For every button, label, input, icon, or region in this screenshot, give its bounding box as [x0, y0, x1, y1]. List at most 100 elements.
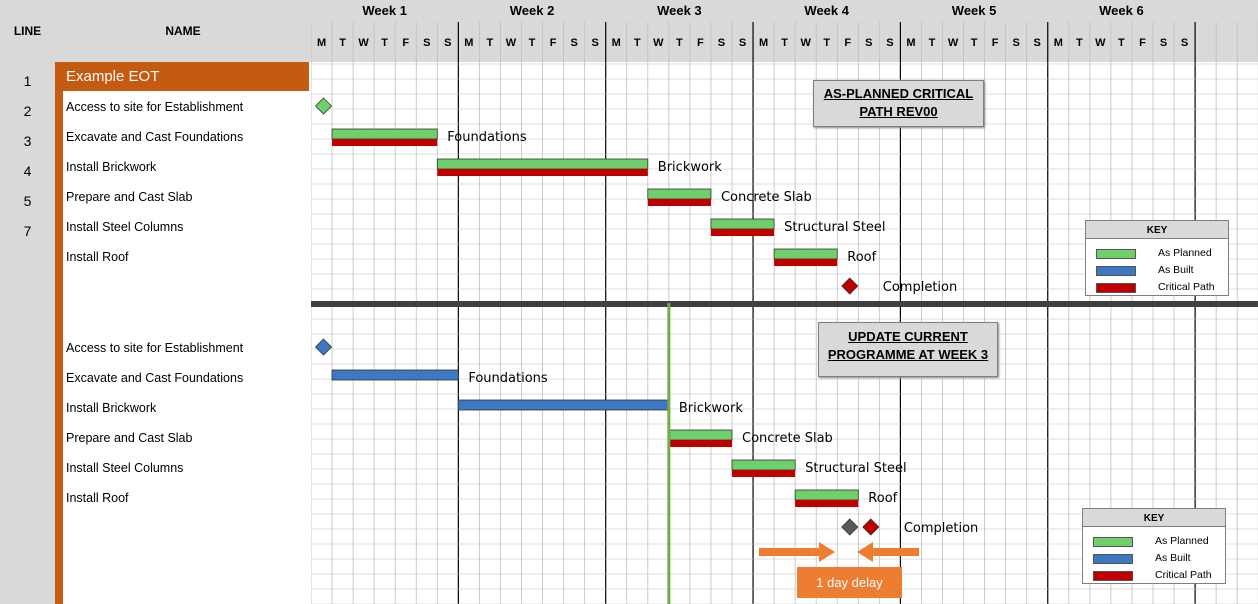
line-number: 7 [0, 216, 55, 246]
delay-arrow-right [759, 542, 835, 562]
critical-path-bar [795, 500, 859, 507]
day-letter: S [1160, 37, 1167, 49]
day-letter: T [971, 37, 978, 49]
update-task-name: Install Brickwork [66, 401, 157, 415]
legend-label: As Built [1155, 552, 1191, 564]
planned-title-box: AS-PLANNED CRITICAL PATH REV00 [813, 80, 984, 127]
day-letter: M [464, 37, 473, 49]
critical-path-bar [647, 199, 711, 206]
legend-swatch-planned [1093, 537, 1133, 547]
task-bar [731, 459, 796, 471]
legend-swatch-built [1096, 266, 1136, 276]
legend-title: KEY [1086, 221, 1228, 239]
day-letter: S [444, 37, 451, 49]
project-title: Example EOT [55, 62, 309, 91]
task-bar [436, 158, 649, 170]
legend-swatch-critical [1093, 571, 1133, 581]
legend-top: KEY As Planned As Built Critical Path [1085, 220, 1229, 296]
line-column-header: LINE [0, 0, 55, 62]
day-letter: T [823, 37, 830, 49]
bar-label: Roof [847, 250, 876, 265]
milestone-label: Completion [904, 521, 978, 536]
delay-callout: 1 day delay [797, 567, 902, 598]
delay-arrow-left [857, 542, 919, 562]
day-letter: F [697, 37, 704, 49]
timeline-header [311, 0, 1258, 62]
day-letter: S [592, 37, 599, 49]
day-letter: S [570, 37, 577, 49]
milestone-diamond [841, 277, 859, 295]
day-letter: T [381, 37, 388, 49]
day-letter: S [718, 37, 725, 49]
day-letter: T [339, 37, 346, 49]
task-bar [710, 218, 775, 230]
update-task-name: Excavate and Cast Foundations [66, 371, 244, 385]
critical-path-bar [732, 470, 796, 477]
project-group-bar [55, 62, 63, 604]
update-task-name: Install Steel Columns [66, 461, 184, 475]
milestone-diamond [314, 338, 333, 356]
task-bar [773, 248, 838, 260]
day-letter: S [739, 37, 746, 49]
critical-path-bar [668, 440, 732, 447]
day-letter: W [653, 37, 664, 49]
day-letter: S [423, 37, 430, 49]
week-label: Week 6 [1099, 3, 1144, 18]
day-letter: S [1034, 37, 1041, 49]
task-bar [331, 128, 438, 140]
week-label: Week 4 [804, 3, 849, 18]
legend-label: Critical Path [1158, 281, 1215, 293]
milestone-label: Completion [883, 280, 957, 295]
milestone-diamond [841, 518, 859, 536]
day-letter: M [759, 37, 768, 49]
bar-label: Concrete Slab [721, 190, 812, 205]
week-label: Week 3 [657, 3, 702, 18]
critical-path-bar [710, 229, 775, 236]
bar-label: Structural Steel [784, 220, 885, 235]
day-letter: W [948, 37, 959, 49]
day-letter: S [865, 37, 872, 49]
critical-path-bar [437, 169, 648, 176]
day-letter: F [402, 37, 409, 49]
bar-label: Foundations [447, 130, 527, 145]
day-letter: W [506, 37, 517, 49]
legend-swatch-built [1093, 554, 1133, 564]
line-number: 3 [0, 126, 55, 156]
planned-task-name: Prepare and Cast Slab [66, 190, 193, 204]
line-number: 2 [0, 96, 55, 126]
legend-label: Critical Path [1155, 569, 1212, 581]
name-column-header: NAME [55, 0, 311, 62]
task-bar [668, 429, 733, 441]
milestone-diamond [314, 97, 333, 115]
day-letter: S [1013, 37, 1020, 49]
day-letter: F [844, 37, 851, 49]
legend-bottom: KEY As Planned As Built Critical Path [1082, 508, 1226, 584]
bar-label: Brickwork [658, 160, 722, 175]
legend-swatch-planned [1096, 249, 1136, 259]
day-letter: S [1181, 37, 1188, 49]
planned-task-name: Install Brickwork [66, 160, 157, 174]
legend-label: As Planned [1158, 247, 1212, 259]
day-letter: T [781, 37, 788, 49]
task-bar [647, 188, 712, 200]
day-letter: F [550, 37, 557, 49]
bar-label: Brickwork [679, 401, 743, 416]
planned-task-name: Install Roof [66, 250, 129, 264]
update-task-name: Access to site for Establishment [66, 341, 244, 355]
legend-swatch-critical [1096, 283, 1136, 293]
bar-label: Roof [868, 491, 897, 506]
day-letter: F [992, 37, 999, 49]
milestone-diamond [862, 518, 880, 536]
week-label: Week 2 [510, 3, 555, 18]
bar-label: Foundations [468, 371, 548, 386]
update-task-name: Install Roof [66, 491, 129, 505]
day-letter: M [317, 37, 326, 49]
day-letter: S [886, 37, 893, 49]
day-letter: T [529, 37, 536, 49]
day-letter: W [1095, 37, 1106, 49]
task-bar [331, 369, 459, 381]
planned-task-name: Install Steel Columns [66, 220, 184, 234]
update-task-name: Prepare and Cast Slab [66, 431, 193, 445]
task-bar [794, 489, 859, 501]
